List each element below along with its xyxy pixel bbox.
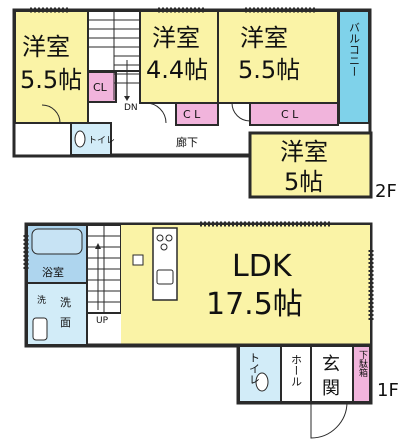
stair-treads-1f <box>87 225 121 313</box>
closet-1-label: CL <box>93 81 108 94</box>
shoe-box <box>352 345 371 403</box>
closet-2 <box>175 102 219 126</box>
toilet-2f-bowl-icon <box>74 130 86 148</box>
room1-name: 洋室 <box>22 33 70 61</box>
toilet-1f-label: トイレ <box>248 352 261 385</box>
floor2-label: 2F <box>375 181 397 202</box>
door-swing-room3 <box>231 102 251 122</box>
toilet-1f-bowl-icon <box>255 372 269 392</box>
stair-dn-label: DN <box>124 103 138 113</box>
bath-label: 浴室 <box>42 265 64 279</box>
fridge-icon <box>132 254 144 266</box>
second-floor <box>12 7 373 199</box>
ldk-name: LDK <box>232 249 293 284</box>
first-floor <box>23 221 374 439</box>
closet-3-label: C L <box>281 108 299 121</box>
room2-size: 4.4帖 <box>146 56 208 84</box>
entrance-label-1: 玄 <box>322 354 340 375</box>
room2-name: 洋室 <box>152 24 200 52</box>
balcony <box>338 10 370 124</box>
floor1-label: 1F <box>377 380 399 401</box>
entrance-door-swing <box>310 401 348 439</box>
closet-2-label: C L <box>183 108 201 121</box>
hall-label: ホール <box>290 354 303 387</box>
stove-burner-icon <box>160 243 168 251</box>
kitchen-counter <box>152 227 178 301</box>
entrance-label-2: 関 <box>322 378 340 399</box>
entrance <box>310 345 354 403</box>
floor2-room4-outline <box>248 131 373 199</box>
balcony-label: バルコニー <box>348 22 361 77</box>
stove-burner-icon <box>156 234 164 242</box>
stove-burner-icon <box>165 234 173 242</box>
stair-arrow-head-2f <box>124 96 130 101</box>
room3-size: 5.5帖 <box>238 56 300 84</box>
washroom-label-2: 面 <box>60 316 71 329</box>
room4-size: 5帖 <box>284 168 323 196</box>
washroom-label-1: 洗 <box>60 296 71 309</box>
kitchen-sink-icon <box>156 269 174 285</box>
toilet-2f-label: トイレ <box>88 136 115 146</box>
washer-label: 洗 <box>37 294 46 306</box>
stair-up-label: UP <box>96 316 109 326</box>
hall <box>280 345 312 403</box>
room4-name: 洋室 <box>280 138 328 166</box>
room1 <box>14 10 89 124</box>
room3-name: 洋室 <box>240 24 288 52</box>
ldk-size: 17.5帖 <box>206 287 303 322</box>
shoe-box-label: 下駄箱 <box>357 350 368 378</box>
corridor-label: 廊下 <box>176 135 198 149</box>
room1-size: 5.5帖 <box>20 66 82 94</box>
sink-icon <box>32 317 48 341</box>
bathtub-icon <box>31 228 83 255</box>
stair-arrow-head-1f <box>95 243 101 249</box>
door-swing-room2 <box>145 102 167 124</box>
door-swing-room1 <box>41 104 61 124</box>
